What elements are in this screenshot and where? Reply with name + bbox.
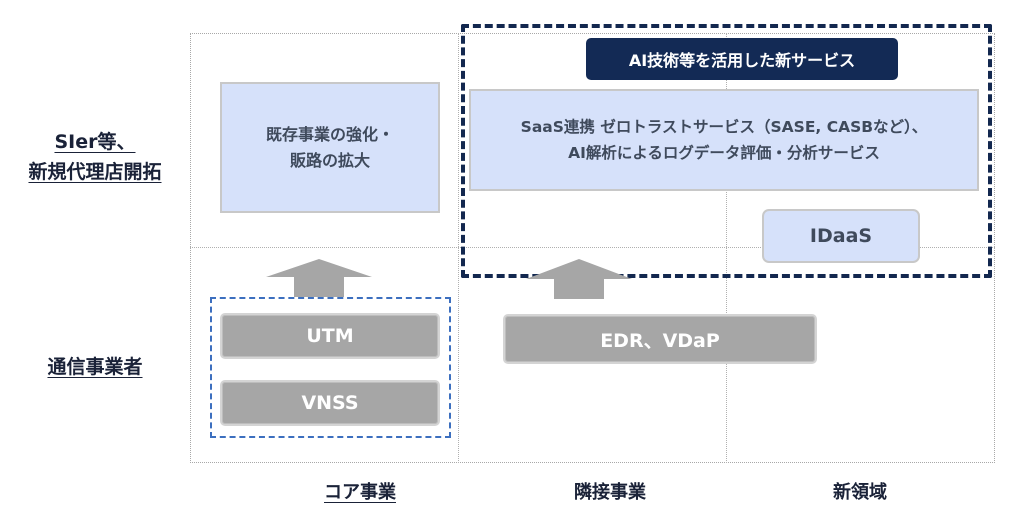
saas-services-line2: AI解析によるログデータ評価・分析サービス: [568, 144, 880, 162]
grid-divider-row: [190, 247, 995, 248]
col-label-core: コア事業: [324, 482, 396, 503]
existing-business-box: 既存事業の強化・ 販路の拡大: [220, 82, 440, 213]
row-label-telecom: 通信事業者: [47, 356, 143, 378]
row-label-sier-line2: 新規代理店開拓: [28, 161, 162, 183]
saas-services-line1: SaaS連携 ゼロトラストサービス（SASE, CASBなど）、: [520, 118, 928, 136]
edr-vdap-box: EDR、VDaP: [503, 314, 817, 364]
utm-box: UTM: [220, 313, 440, 359]
saas-services-box: SaaS連携 ゼロトラストサービス（SASE, CASBなど）、 AI解析による…: [469, 89, 979, 191]
up-arrow-core-icon: [266, 259, 372, 297]
ai-services-label: AI技術等を活用した新サービス: [586, 38, 898, 80]
existing-business-line2: 販路の拡大: [289, 150, 370, 170]
grid-divider-col2: [726, 33, 727, 463]
up-arrow-adjacent-icon: [526, 259, 632, 299]
existing-business-line1: 既存事業の強化・: [265, 124, 394, 144]
matrix-grid: [190, 33, 995, 463]
grid-divider-col1: [458, 33, 459, 463]
row-label-sier: SIer等、 新規代理店開拓: [0, 127, 190, 187]
new-services-region: [461, 24, 992, 278]
vnss-box: VNSS: [220, 380, 440, 426]
col-label-new: 新領域: [833, 482, 887, 503]
existing-products-group: [210, 297, 451, 438]
col-label-adjacent: 隣接事業: [574, 482, 646, 503]
row-label-sier-line1: SIer等、: [54, 131, 136, 153]
idaas-box: IDaaS: [762, 209, 920, 263]
